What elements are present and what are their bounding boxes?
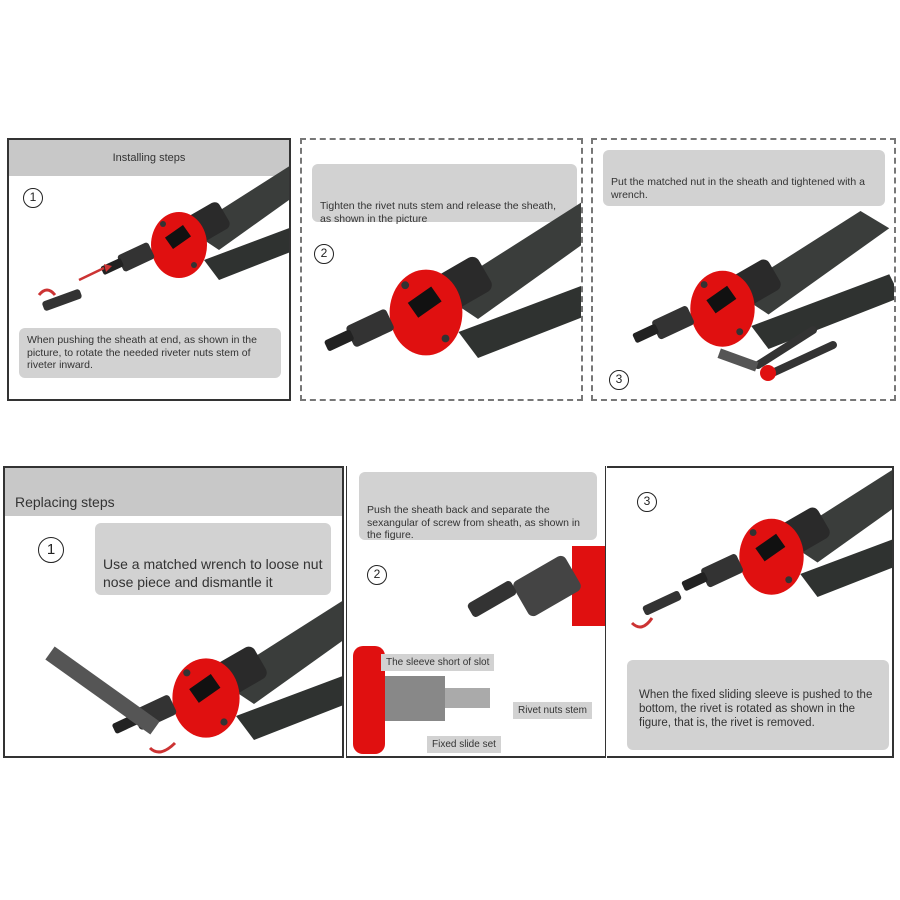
riveter-illustration: [100, 160, 289, 280]
step-number: 2: [367, 565, 387, 585]
installing-step-2-panel: Tighten the rivet nuts stem and release …: [300, 138, 583, 401]
replacing-step-1-panel: Replacing steps 1 Use a matched wrench t…: [3, 466, 344, 758]
replacing-step-2-panel: Push the sheath back and separate the se…: [346, 466, 606, 758]
riveter-illustration: [681, 468, 892, 597]
rivet-nuts-stem-label: Rivet nuts stem: [513, 702, 592, 719]
replacing-header: Replacing steps: [5, 468, 342, 516]
fixed-slide-set-label: Fixed slide set: [427, 736, 501, 753]
removed-rivet-illustration: [630, 591, 682, 629]
wrench-illustration: [45, 646, 177, 754]
step-number: 1: [38, 537, 64, 563]
riveter-illustration: [111, 596, 342, 740]
step-number: 2: [314, 244, 334, 264]
step-description: Push the sheath back and separate the se…: [359, 472, 597, 541]
step-number: 3: [637, 492, 657, 512]
step-description: Put the matched nut in the sheath and ti…: [603, 150, 885, 206]
step-description: When pushing the sheath at end, as shown…: [19, 328, 281, 378]
installing-step-1-panel: Installing steps 1 When pushing the shea…: [7, 138, 291, 401]
step-number: 3: [609, 370, 629, 390]
nut-stem-and-arrow-illustration: [37, 264, 112, 311]
sleeve-cross-section-illustration: [353, 646, 490, 754]
replacing-step-3-panel: 3 When the fixed sliding sleeve is pushe…: [607, 466, 894, 758]
step-number: 1: [23, 188, 43, 208]
sleeve-slot-label: The sleeve short of slot: [381, 654, 495, 671]
step-description: Use a matched wrench to loose nut nose p…: [95, 523, 331, 595]
step-description: When the fixed sliding sleeve is pushed …: [627, 660, 889, 750]
riveter-illustration: [323, 202, 581, 358]
wrench-and-tool-illustration: [717, 326, 837, 381]
installing-step-3-panel: Put the matched nut in the sheath and ti…: [591, 138, 896, 401]
installing-header: Installing steps: [9, 140, 289, 176]
knurled-sheath-illustration: [467, 546, 605, 626]
step-description: Tighten the rivet nuts stem and release …: [312, 164, 577, 225]
